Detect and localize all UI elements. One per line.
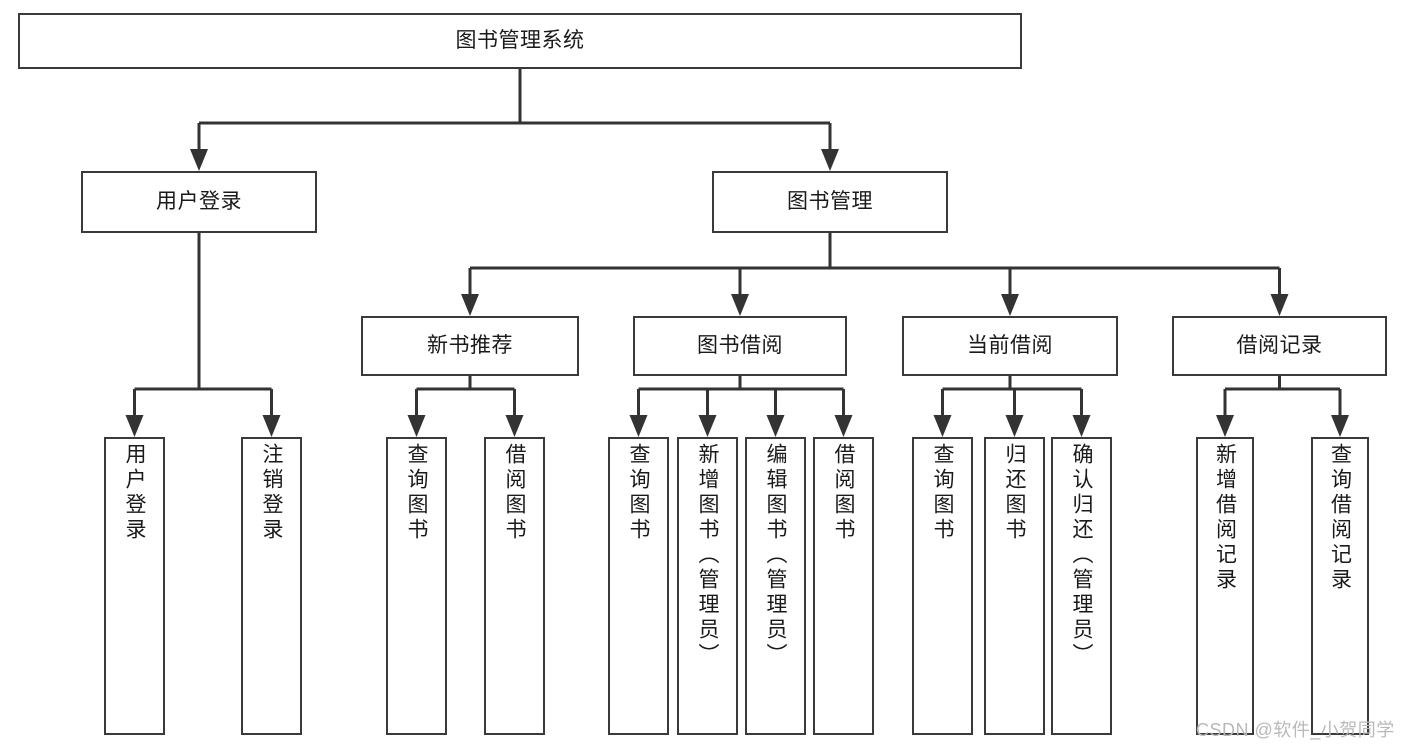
- node-label: 新增借阅记录: [1213, 443, 1237, 593]
- node-label: 当前借阅: [967, 333, 1053, 357]
- node-leaf-logout[interactable]: 注销登录: [241, 437, 302, 735]
- node-label: 查询借阅记录: [1328, 443, 1352, 593]
- node-label: 归还图书: [1003, 443, 1026, 543]
- node-label: 注销登录: [260, 443, 283, 543]
- node-root[interactable]: 图书管理系统: [18, 13, 1022, 69]
- node-label: 查询图书: [627, 443, 650, 543]
- node-book-borrow[interactable]: 图书借阅: [633, 316, 847, 376]
- node-label: 图书借阅: [697, 333, 783, 357]
- node-leaf-edit-book[interactable]: 编辑图书（管理员）: [745, 437, 806, 735]
- node-leaf-query-record[interactable]: 查询借阅记录: [1311, 437, 1369, 735]
- node-book-manage[interactable]: 图书管理: [712, 171, 948, 233]
- edge-arrowhead: [766, 415, 785, 437]
- node-label: 新书推荐: [427, 333, 513, 357]
- node-leaf-query-book-2[interactable]: 查询图书: [608, 437, 669, 735]
- node-label: 查询图书: [405, 443, 428, 543]
- edge-arrowhead: [821, 149, 839, 171]
- edge-arrowhead: [933, 415, 952, 437]
- node-label: 借阅图书: [503, 443, 526, 543]
- node-new-book-rec[interactable]: 新书推荐: [361, 316, 579, 376]
- node-label: 图书管理: [787, 189, 873, 213]
- node-label: 编辑图书（管理员）: [764, 443, 787, 668]
- edge-arrowhead: [1331, 415, 1349, 437]
- edge-arrowhead: [190, 149, 208, 171]
- node-label: 图书管理系统: [455, 28, 585, 52]
- node-label: 新增图书（管理员）: [696, 443, 719, 668]
- edge-arrowhead: [505, 415, 524, 437]
- node-label: 借阅图书: [832, 443, 855, 543]
- edge-arrowhead: [1001, 294, 1019, 316]
- node-leaf-confirm-return[interactable]: 确认归还（管理员）: [1051, 437, 1112, 735]
- edge-arrowhead: [731, 294, 749, 316]
- node-borrow-record[interactable]: 借阅记录: [1172, 316, 1387, 376]
- node-label: 用户登录: [123, 443, 146, 543]
- node-leaf-borrow-book-1[interactable]: 借阅图书: [484, 437, 545, 735]
- edge-arrowhead: [407, 415, 426, 437]
- node-label: 用户登录: [156, 189, 242, 213]
- node-leaf-query-book-3[interactable]: 查询图书: [912, 437, 973, 735]
- edge-arrowhead: [698, 415, 717, 437]
- edge-arrowhead: [1270, 294, 1289, 316]
- node-leaf-add-book[interactable]: 新增图书（管理员）: [677, 437, 738, 735]
- node-label: 确认归还（管理员）: [1070, 443, 1093, 668]
- edge-arrowhead: [461, 294, 479, 316]
- node-leaf-user-login[interactable]: 用户登录: [104, 437, 165, 735]
- edge-arrowhead: [125, 415, 144, 437]
- edge-arrowhead: [1072, 415, 1091, 437]
- edge-arrowhead: [834, 415, 853, 437]
- node-leaf-return-book[interactable]: 归还图书: [984, 437, 1045, 735]
- edge-arrowhead: [262, 415, 281, 437]
- node-label: 查询图书: [931, 443, 954, 543]
- node-label: 借阅记录: [1236, 333, 1323, 357]
- node-leaf-add-record[interactable]: 新增借阅记录: [1196, 437, 1254, 735]
- node-user-login[interactable]: 用户登录: [81, 171, 317, 233]
- edge-arrowhead: [629, 415, 648, 437]
- node-current-borrow[interactable]: 当前借阅: [902, 316, 1118, 376]
- edge-arrowhead: [1216, 415, 1234, 437]
- edge-arrowhead: [1005, 415, 1024, 437]
- node-leaf-borrow-book-2[interactable]: 借阅图书: [813, 437, 874, 735]
- node-leaf-query-book-1[interactable]: 查询图书: [386, 437, 447, 735]
